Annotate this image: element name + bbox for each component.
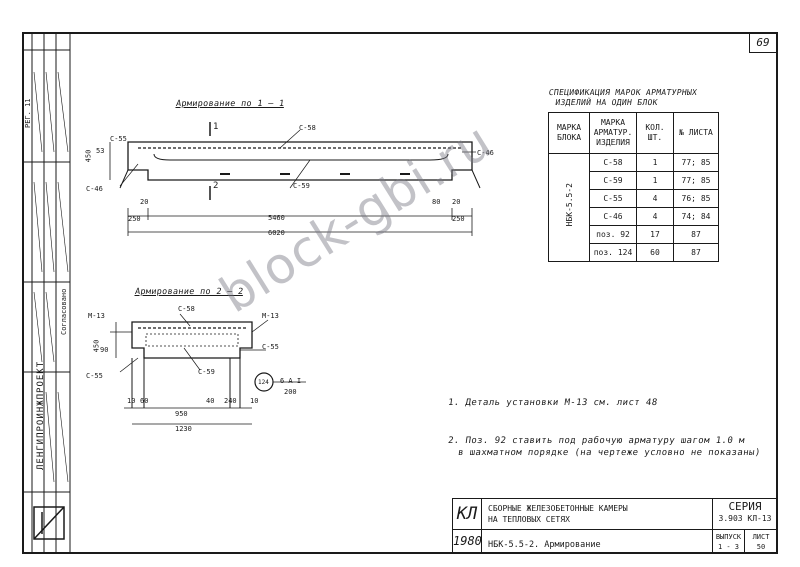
- s1-dim-20-right: 20: [452, 198, 461, 206]
- s1-dim-20-left: 20: [140, 198, 149, 206]
- table-row: поз. 92 17 87: [549, 225, 719, 244]
- spec-cell: 77; 85: [673, 171, 719, 190]
- tb-series: 3.903 КЛ-13: [718, 514, 772, 523]
- s2-dim-950: 950: [175, 410, 188, 418]
- s2-rebar-6ai: 6 А I: [280, 377, 302, 385]
- spec-cell: 1: [636, 153, 674, 172]
- spec-cell: 17: [636, 225, 674, 244]
- s2-pos-124: 124: [258, 379, 269, 386]
- spec-cell: 87: [673, 243, 719, 262]
- spec-cell: поз. 124: [589, 243, 637, 262]
- spec-table: МАРКА БЛОКА МАРКА АРМАТУР. ИЗДЕЛИЯ КОЛ. …: [548, 112, 719, 262]
- spec-cell: С-58: [589, 153, 637, 172]
- s1-dim-5460: 5460: [268, 214, 285, 222]
- spec-title-line2: ИЗДЕЛИЙ НА ОДИН БЛОК: [554, 98, 659, 107]
- tb-name-line2: НА ТЕПЛОВЫХ СЕТЯХ: [488, 515, 570, 524]
- s2-c55-right: С-55: [262, 343, 279, 351]
- s1-c59: С-59: [293, 182, 310, 190]
- spec-cell: 74; 84: [673, 207, 719, 226]
- section1-drawing: [109, 122, 481, 236]
- s2-dim-90: 90: [100, 346, 109, 354]
- spec-cell: С-59: [589, 171, 637, 190]
- s1-c46-right: С-46: [477, 149, 494, 157]
- section2-drawing: [110, 313, 306, 425]
- spec-header-block: МАРКА БЛОКА: [548, 112, 590, 154]
- s1-dim-80: 80: [432, 198, 441, 206]
- tb-issue-label: ВЫПУСК: [715, 533, 742, 541]
- left-stamp-strip: [22, 32, 71, 554]
- spec-cell: 87: [673, 225, 719, 244]
- s1-dim-250-left: 250: [128, 215, 141, 223]
- s1-c58: С-58: [299, 124, 316, 132]
- tb-drawing: НБК-5.5-2. Армирование: [481, 529, 713, 554]
- sheet-number: 69: [749, 34, 776, 53]
- institute-name: ЛЕНГИПРОИНЖПРОЕКТ: [36, 360, 46, 470]
- reg-number: РЕГ. 11: [24, 98, 32, 128]
- spec-cell: 4: [636, 207, 674, 226]
- tb-name-cell: СБОРНЫЕ ЖЕЛЕЗОБЕТОННЫЕ КАМЕРЫ НА ТЕПЛОВЫ…: [481, 498, 713, 530]
- spec-header-qty: КОЛ. ШТ.: [636, 112, 674, 154]
- spec-header-mark: МАРКА АРМАТУР. ИЗДЕЛИЯ: [589, 112, 637, 154]
- s2-c59: С-59: [198, 368, 215, 376]
- s2-dim-200: 200: [284, 388, 297, 396]
- spec-cell: 4: [636, 189, 674, 208]
- table-row: поз. 124 60 87: [549, 243, 719, 262]
- s2-dim-1230: 1230: [175, 425, 192, 433]
- tb-sheet-label: ЛИСТ: [752, 533, 770, 541]
- s1-c55: С-55: [110, 135, 127, 143]
- tb-series-label: СЕРИЯ: [728, 500, 762, 513]
- s1-c46-left: С-46: [86, 185, 103, 193]
- tb-name-line1: СБОРНЫЕ ЖЕЛЕЗОБЕТОННЫЕ КАМЕРЫ: [488, 504, 628, 513]
- s2-c55-left: С-55: [86, 372, 103, 380]
- spec-block: НБК-5.5-2: [564, 183, 574, 227]
- spec-header-sheet: № ЛИСТА: [673, 112, 719, 154]
- spec-cell: поз. 92: [589, 225, 637, 244]
- spec-cell: С-46: [589, 207, 637, 226]
- table-row: НБК-5.5-2 С-58 1 77; 85: [548, 153, 719, 262]
- tb-year: 1980: [452, 529, 482, 554]
- tb-org: КЛ: [452, 498, 482, 530]
- s1-cut-2: 2: [213, 181, 219, 191]
- s2-dim-10-right: 10: [250, 397, 259, 405]
- spec-cell: С-55: [589, 189, 637, 208]
- note-1: 1. Деталь установки М-13 см. лист 48: [447, 398, 659, 408]
- tb-issue-cell: ВЫПУСК 1 - 3: [712, 529, 745, 554]
- s2-dim-40: 40: [206, 397, 215, 405]
- s2-dim-60: 60: [140, 397, 149, 405]
- s2-dim-10-left: 10: [127, 397, 136, 405]
- spec-cell: 1: [636, 171, 674, 190]
- note-2a: 2. Поз. 92 ставить под рабочую арматуру …: [447, 436, 746, 446]
- institute-logo: [33, 506, 65, 540]
- spec-cell: 77; 85: [673, 153, 719, 172]
- s1-dim-53: 53: [96, 147, 105, 155]
- tb-sheet-cell: ЛИСТ 50: [744, 529, 778, 554]
- drawing-frame: [22, 32, 778, 554]
- spec-title-line1: СПЕЦИФИКАЦИЯ МАРОК АРМАТУРНЫХ: [548, 88, 698, 97]
- tb-series-cell: СЕРИЯ 3.903 КЛ-13: [712, 498, 778, 530]
- s1-cut-1: 1: [213, 122, 219, 132]
- spec-title: СПЕЦИФИКАЦИЯ МАРОК АРМАТУРНЫХ ИЗДЕЛИЙ НА…: [547, 88, 698, 108]
- note-2b: в шахматном порядке (на чертеже условно …: [457, 448, 762, 458]
- table-row: С-59 1 77; 85: [549, 171, 719, 190]
- s1-dim-250-right: 250: [452, 215, 465, 223]
- tb-issue: 1 - 3: [717, 543, 740, 551]
- table-row: С-46 4 74; 84: [549, 207, 719, 226]
- s1-dim-450: 450: [84, 149, 93, 163]
- spec-block-cell: НБК-5.5-2: [548, 153, 590, 262]
- tb-sheet: 50: [756, 543, 766, 551]
- spec-cell: 60: [636, 243, 674, 262]
- agreed-label: Согласовано: [60, 288, 68, 335]
- s2-m13-left: М-13: [88, 312, 105, 320]
- spec-cell: 76; 85: [673, 189, 719, 208]
- s1-dim-6020: 6020: [268, 229, 285, 237]
- s2-c58: С-58: [178, 305, 195, 313]
- s2-m13-right: М-13: [262, 312, 279, 320]
- s2-dim-240: 240: [224, 397, 237, 405]
